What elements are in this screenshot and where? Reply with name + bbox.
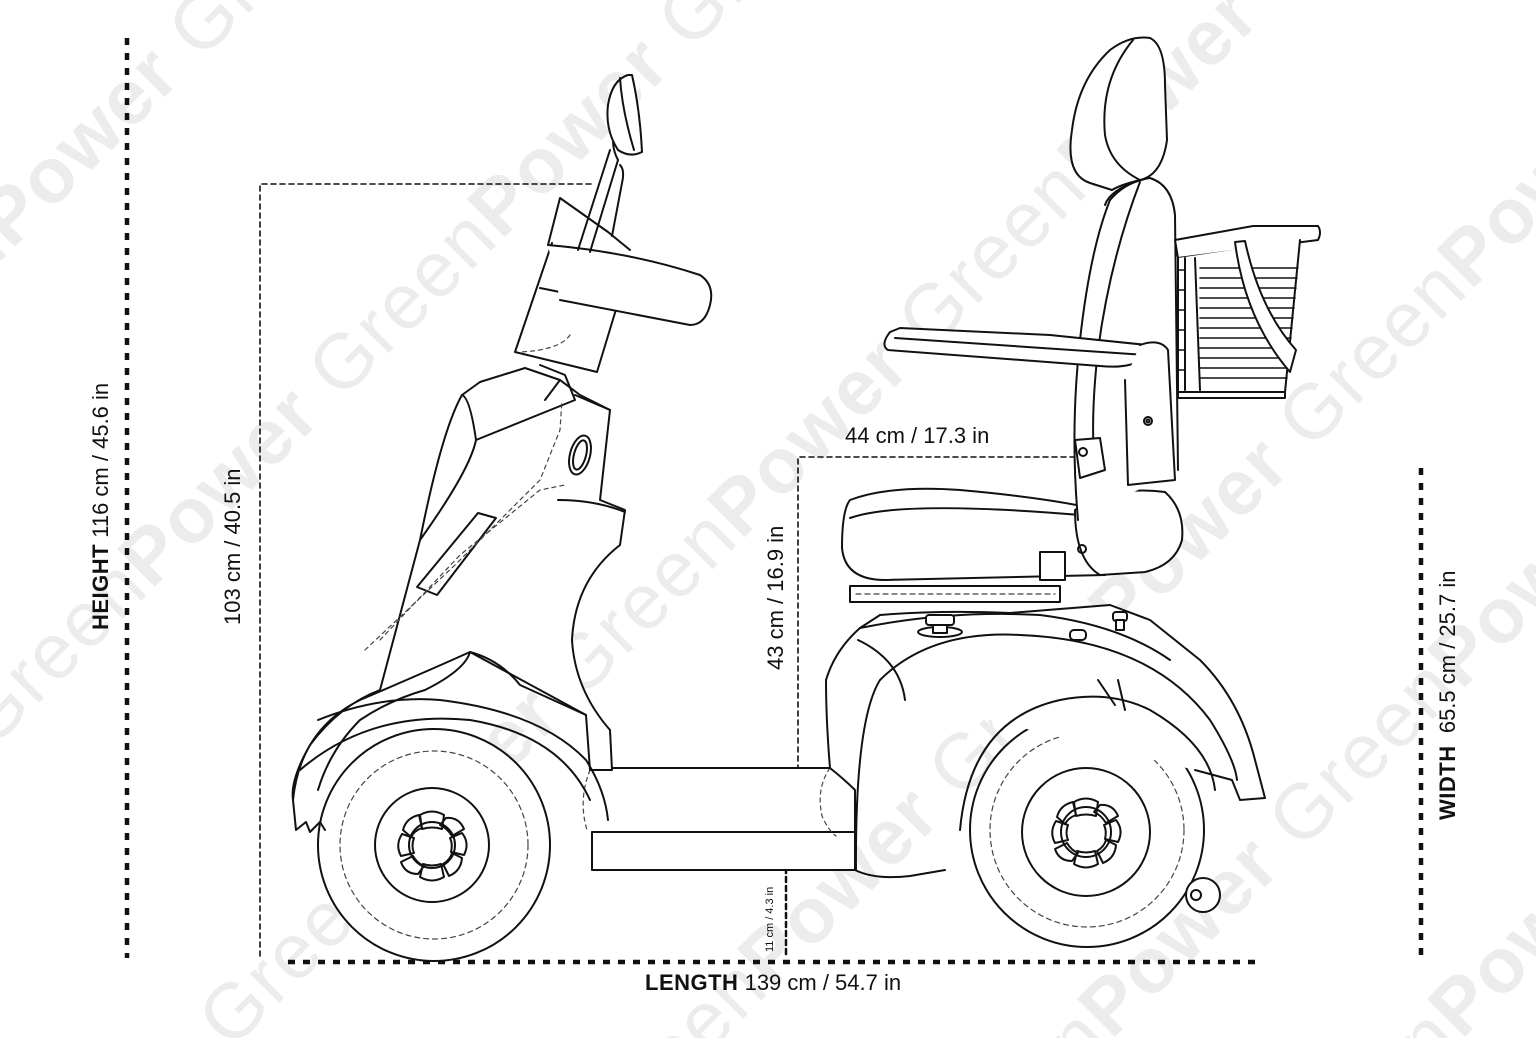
anti-tip-wheel xyxy=(1185,877,1221,913)
tiller-height-dimension-line xyxy=(259,183,595,957)
tiller xyxy=(514,74,713,373)
length-label: LENGTH 139 cm / 54.7 in xyxy=(645,970,902,995)
width-label: WIDTH 65.5 cm / 25.7 in xyxy=(1435,570,1460,820)
rear-basket xyxy=(1174,225,1321,399)
dimension-lines xyxy=(124,38,1424,965)
armrest-bolt xyxy=(1143,416,1153,426)
seat xyxy=(841,36,1184,603)
seat-dimension-line xyxy=(797,456,1076,771)
wheel-hub-spokes xyxy=(397,810,468,882)
seat-width-label: 44 cm / 17.3 in xyxy=(845,423,990,448)
rear-body xyxy=(825,604,1266,879)
charging-port xyxy=(1069,629,1087,641)
front-shroud xyxy=(291,364,626,833)
anti-tip-axle xyxy=(1190,889,1202,901)
height-label: HEIGHT 116 cm / 45.6 in xyxy=(88,382,113,630)
front-wheel xyxy=(317,728,551,962)
ground-clearance-label: 11 cm / 4.3 in xyxy=(764,886,776,952)
deck xyxy=(582,767,856,871)
seat-height-label: 43 cm / 16.9 in xyxy=(763,525,788,670)
tiller-height-label: 103 cm / 40.5 in xyxy=(220,468,245,625)
wheel-hub-spokes xyxy=(1051,797,1122,869)
